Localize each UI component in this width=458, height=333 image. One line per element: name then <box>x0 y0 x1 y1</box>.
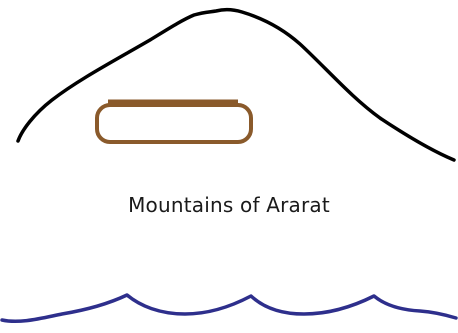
ark-hull <box>97 105 251 142</box>
water-wave-icon <box>2 295 456 321</box>
ark-icon <box>97 102 251 143</box>
mountain-icon <box>18 10 454 160</box>
caption-label: Mountains of Ararat <box>0 193 458 217</box>
